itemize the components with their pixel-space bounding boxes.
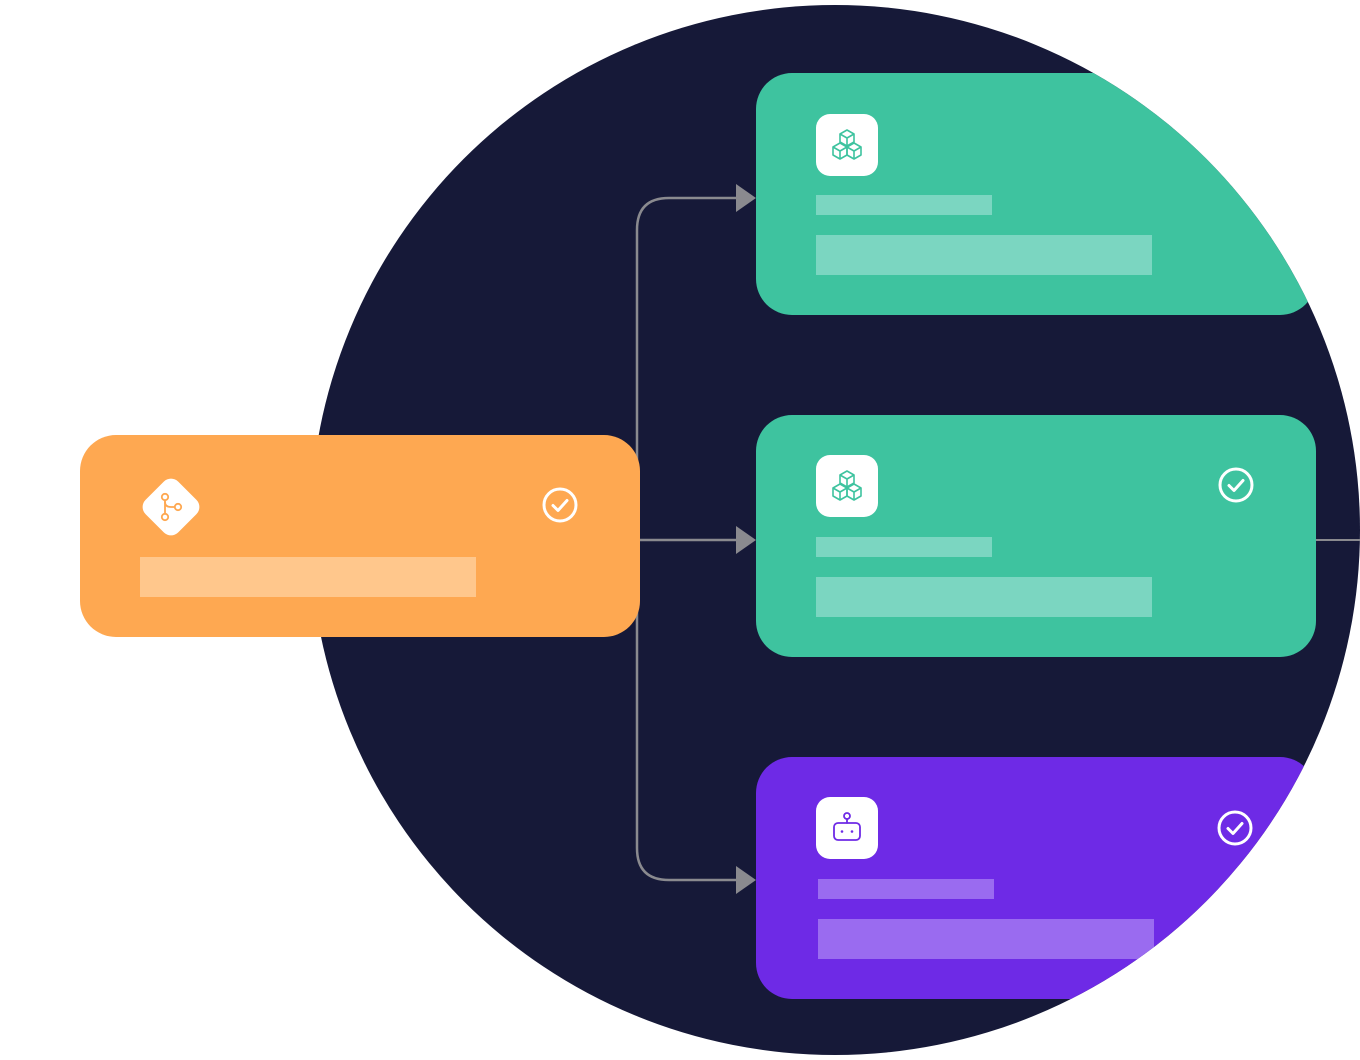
- check-circle-icon: [542, 487, 578, 523]
- node-title-placeholder-top: [816, 195, 992, 215]
- cubes-icon: [832, 470, 862, 501]
- node-description-placeholder-bottom: [818, 919, 1154, 959]
- node-icon-tile-bottom: [816, 797, 878, 859]
- node-card-source[interactable]: [80, 435, 640, 637]
- node-title-placeholder-source: [140, 557, 476, 597]
- node-card-bottom[interactable]: [756, 757, 1316, 999]
- edge-middle-outgoing: [1316, 539, 1360, 541]
- node-icon-tile-middle: [816, 455, 878, 517]
- robot-icon: [833, 812, 861, 841]
- node-card-middle[interactable]: [756, 415, 1316, 657]
- check-circle-icon: [1217, 810, 1253, 846]
- node-title-placeholder-bottom: [818, 879, 994, 899]
- cubes-icon: [832, 129, 862, 160]
- node-description-placeholder-middle: [816, 577, 1152, 617]
- node-card-top[interactable]: [756, 73, 1316, 315]
- branch-icon: [160, 492, 183, 522]
- node-card-top-fill: [756, 73, 1316, 315]
- node-icon-tile-top: [816, 114, 878, 176]
- node-description-placeholder-top: [816, 235, 1152, 275]
- check-circle-icon: [1218, 467, 1254, 503]
- node-card-bottom-fill: [756, 757, 1316, 999]
- node-title-placeholder-middle: [816, 537, 992, 557]
